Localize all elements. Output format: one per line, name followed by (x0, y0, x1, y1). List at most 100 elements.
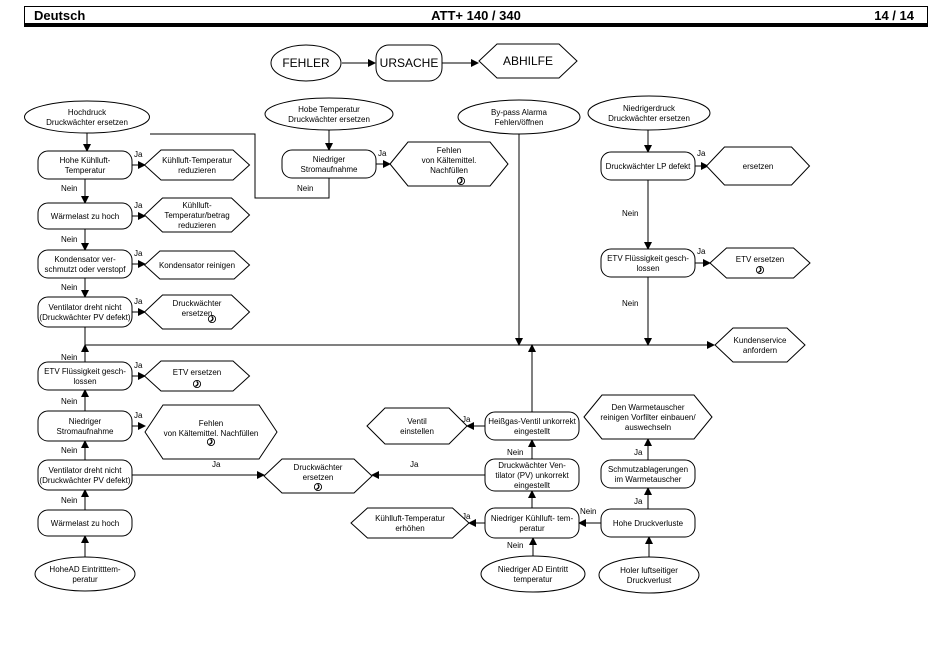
cause-box-lt-1 (37, 361, 133, 391)
header-language: Deutsch (34, 8, 86, 23)
node-text-line: eingestellt (514, 481, 551, 490)
node-text-line: von Kältemittel. Nachfüllen (164, 429, 259, 438)
node-text-line: Kühlluft-Temperatur (375, 514, 445, 523)
no-label: Nein (580, 507, 596, 516)
node-text-line: Temperatur/betrag (164, 211, 229, 220)
cause-box-ht-1 (281, 149, 377, 179)
node-text-line: Niedriger (69, 417, 102, 426)
start-ellipse-start-hd (24, 100, 150, 134)
remedy-hexagon-hd-4-fix (143, 294, 251, 330)
no-label: Nein (297, 184, 313, 193)
page-header: Deutsch ATT+ 140 / 340 14 / 14 (24, 6, 928, 27)
no-label: Nein (61, 235, 77, 244)
node-text-line: temperatur (514, 575, 553, 584)
start-ellipse-start-nd (587, 95, 711, 131)
cause-box-bp-1 (484, 411, 580, 441)
yes-label: Ja (378, 149, 387, 158)
remedy-hexagon-hd-3-fix (143, 250, 251, 280)
no-label: Nein (61, 397, 77, 406)
no-label: Nein (622, 209, 638, 218)
start-ellipse-start-bp (457, 99, 581, 135)
node-text-line: ETV ersetzen (736, 255, 784, 264)
node-text-line: peratur (519, 524, 545, 533)
header-page-number: 14 / 14 (874, 8, 914, 23)
header-title: ATT+ 140 / 340 (431, 8, 521, 23)
node-text-line: (Druckwächter PV defekt) (39, 476, 130, 485)
remedy-hexagon-nd-1-fix (705, 146, 811, 186)
node-text-line: Kundenservice (734, 336, 787, 345)
cause-box-bp-2 (484, 458, 580, 492)
yes-label: Ja (134, 150, 143, 159)
no-label: Nein (61, 184, 77, 193)
cause-box-lt-3 (37, 459, 133, 491)
node-text-line: Den Warmetauscher (611, 403, 684, 412)
node-text-line: Fehlen (437, 146, 461, 155)
node-text-line: Heißgas-Ventil unkorrekt (488, 417, 576, 426)
node-text-line: Kondensator reinigen (159, 261, 235, 270)
node-text-line: ETV ersetzen (173, 368, 221, 377)
node-text-line: Druckwächter ersetzen (288, 115, 370, 124)
node-text-line: schmutzt oder verstopf (45, 265, 127, 274)
service-technician-icon (456, 176, 466, 186)
start-ellipse-start-hl (598, 556, 700, 594)
yes-label: Ja (697, 149, 706, 158)
service-technician-icon (313, 482, 323, 492)
node-text-line: anfordern (743, 346, 777, 355)
yes-label: Ja (134, 201, 143, 210)
node-text-line: Fehlen/öffnen (495, 118, 544, 127)
node-text-line: Wärmelast zu hoch (51, 212, 119, 221)
cause-box-lt-2 (37, 410, 133, 442)
yes-label: Ja (634, 497, 643, 506)
remedy-hexagon-hd-2-fix (143, 197, 251, 233)
remedy-hexagon-hd-1-fix (143, 149, 251, 181)
legend-remedy-shape (478, 43, 578, 79)
node-text-line: HoheAD Eintritttem- (49, 565, 120, 574)
node-text-line: Fehlen (199, 419, 223, 428)
yes-label: Ja (634, 448, 643, 457)
no-label: Nein (61, 353, 77, 362)
header-frame (24, 6, 928, 24)
node-text-line: Nachfüllen (430, 166, 468, 175)
legend-cause-shape (375, 44, 443, 82)
node-text-line: erhöhen (395, 524, 424, 533)
node-text-line: reduzieren (178, 166, 216, 175)
legend-fault-label: FEHLER (282, 56, 330, 70)
yes-label: Ja (134, 411, 143, 420)
node-text-line: Druckverlust (627, 576, 672, 585)
cause-box-hd-3 (37, 249, 133, 279)
node-text-line: eingestellt (514, 427, 551, 436)
node-text-line: Druckwächter ersetzen (608, 114, 690, 123)
node-text-line: Ventilator dreht nicht (49, 466, 123, 475)
node-text-line: im Warmetauscher (615, 475, 682, 484)
node-text-line: von Kältemittel. (422, 156, 477, 165)
node-text-line: Ventilator dreht nicht (49, 303, 123, 312)
node-text-line: einstellen (400, 427, 434, 436)
cause-box-nd-1 (600, 151, 696, 181)
node-text-line: Temperatur (65, 166, 106, 175)
node-text-line: Niedriger AD Eintritt (498, 565, 569, 574)
remedy-hexagon-ht-1-fix (389, 141, 509, 187)
no-label: Nein (61, 283, 77, 292)
node-text-line: Niedriger (313, 155, 346, 164)
node-text-line: Druckwächter LP defekt (606, 162, 692, 171)
node-text-line: Druckwächter ersetzen (46, 118, 128, 127)
no-label: Nein (622, 299, 638, 308)
legend-cause-label: URSACHE (380, 56, 439, 70)
yes-label: Ja (134, 249, 143, 258)
remedy-hexagon-mid-fix (263, 458, 373, 494)
cause-box-hd-4 (37, 296, 133, 328)
node-text-line: (Druckwächter PV defekt) (39, 313, 130, 322)
remedy-hexagon-bp-3-fix (350, 507, 470, 539)
node-text-line: ETV Flüssigkeit gesch- (607, 254, 689, 263)
node-text-line: Hohe Druckverluste (613, 519, 684, 528)
node-text-line: Niedrigerdruck (623, 104, 676, 113)
service-technician-icon (207, 314, 217, 324)
yes-label: Ja (697, 247, 706, 256)
node-text-line: Kondensator ver- (54, 255, 116, 264)
node-text-line: Kühlluft-Temperatur (162, 156, 232, 165)
no-label: Nein (61, 446, 77, 455)
yes-label: Ja (212, 460, 221, 469)
remedy-hexagon-lt-2-fix (144, 404, 278, 460)
node-text-line: lossen (636, 264, 659, 273)
remedy-hexagon-nd-2-fix (709, 247, 811, 279)
